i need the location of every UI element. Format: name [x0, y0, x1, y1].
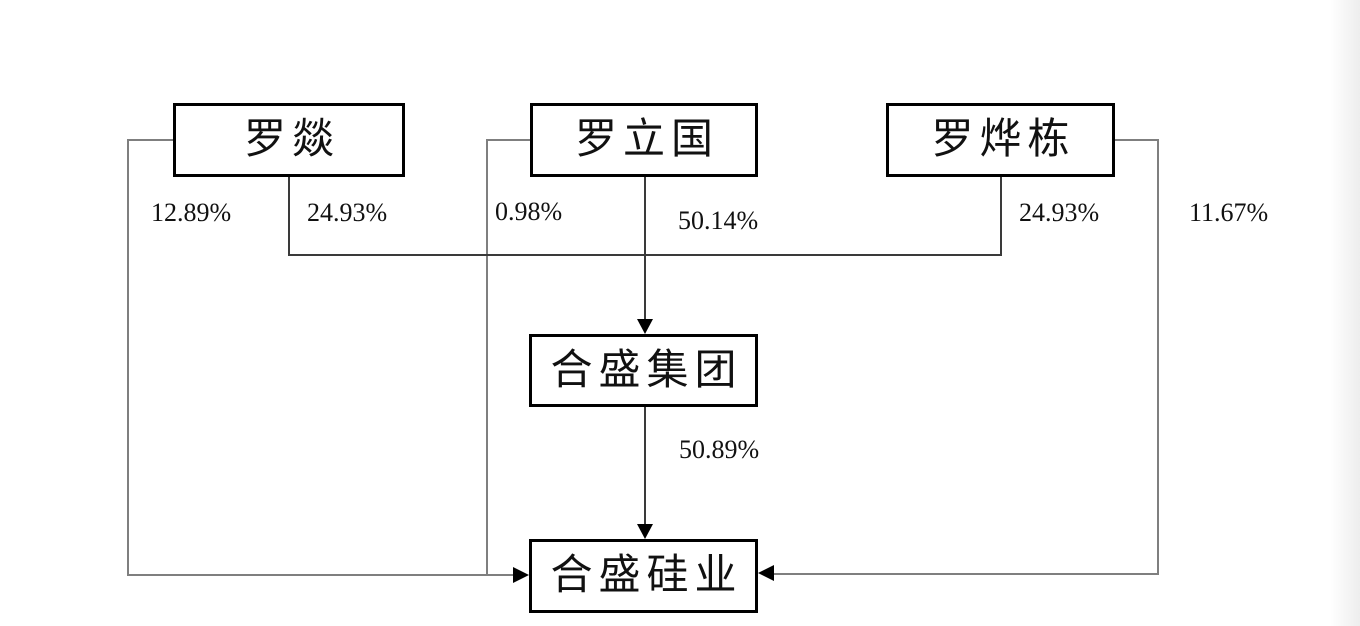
connector-line — [772, 573, 1159, 575]
node-label: 罗立国 — [574, 117, 719, 163]
connector-line — [487, 139, 532, 141]
connector-line — [644, 177, 646, 322]
node-label: 合盛集团 — [550, 347, 743, 394]
edge-label-luo-yedong-to-group: 24.93% — [1019, 198, 1100, 227]
edge-label-luo-yedong-to-silicon: 11.67% — [1189, 198, 1269, 227]
node-hesheng-group: 合盛集团 — [529, 334, 758, 407]
edge-label-luo-liguo-to-silicon: 0.98% — [495, 197, 563, 226]
arrowhead-into-hesheng-silicon-top-icon — [637, 524, 653, 539]
connector-line — [644, 407, 646, 526]
arrowhead-into-hesheng-silicon-right-icon — [758, 565, 774, 581]
page-edge-shadow — [1330, 0, 1360, 626]
connector-line — [1000, 177, 1002, 256]
connector-line — [1157, 139, 1159, 575]
connector-line — [128, 139, 175, 141]
node-label: 罗燚 — [243, 117, 340, 163]
node-label: 罗烨栋 — [931, 117, 1076, 163]
edge-label-luo-liguo-to-group: 50.14% — [678, 206, 759, 235]
connector-line — [127, 574, 517, 576]
edge-label-luo-yan-to-silicon: 12.89% — [151, 198, 232, 227]
edge-label-group-to-silicon: 50.89% — [679, 435, 760, 464]
connector-line — [288, 177, 290, 256]
node-shareholder-luo-yan: 罗燚 — [173, 103, 405, 177]
connector-line — [486, 139, 488, 576]
arrowhead-into-hesheng-group-icon — [637, 319, 653, 334]
node-shareholder-luo-yedong: 罗烨栋 — [886, 103, 1115, 177]
connector-line — [1113, 139, 1159, 141]
arrowhead-into-hesheng-silicon-left-icon — [513, 567, 529, 583]
edge-label-luo-yan-to-group: 24.93% — [307, 198, 388, 227]
node-shareholder-luo-liguo: 罗立国 — [530, 103, 758, 177]
node-label: 合盛硅业 — [550, 553, 743, 599]
connector-line — [127, 139, 129, 576]
node-hesheng-silicon: 合盛硅业 — [529, 539, 758, 613]
